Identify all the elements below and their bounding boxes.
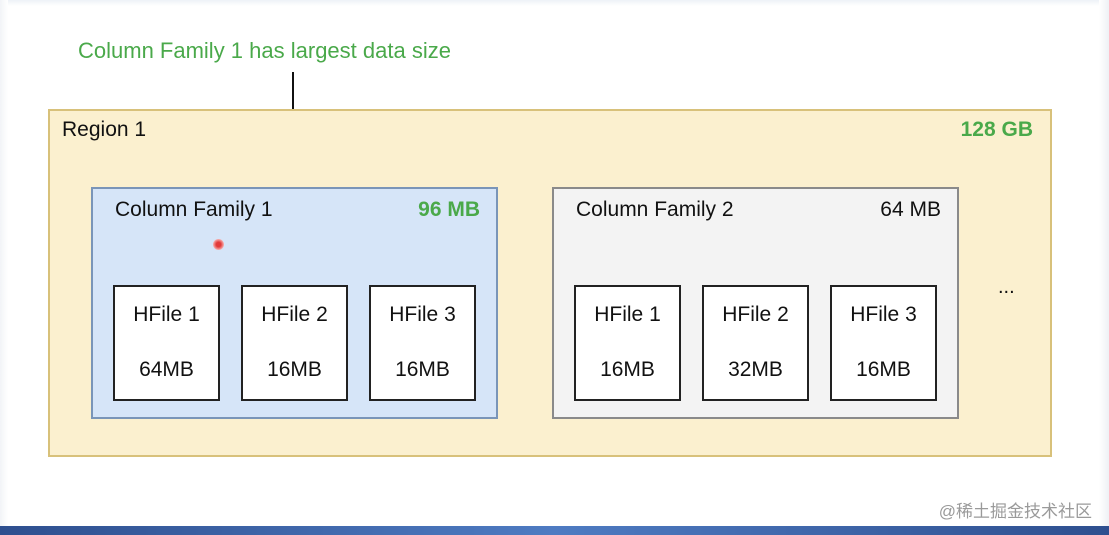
column-family-box: Column Family 2 64 MB HFile 1 16MB HFile… — [552, 187, 959, 419]
column-family-size: 64 MB — [880, 198, 941, 221]
hfile-name: HFile 2 — [722, 303, 789, 326]
region-size: 128 GB — [960, 118, 1033, 141]
region-title: Region 1 — [62, 118, 147, 141]
hfile-box: HFile 1 16MB — [574, 285, 681, 401]
hfile-size: 64MB — [139, 358, 194, 381]
hfile-name: HFile 2 — [261, 303, 328, 326]
hfile-size: 16MB — [856, 358, 911, 381]
hfile-box: HFile 1 64MB — [113, 285, 220, 401]
hfile-name: HFile 1 — [594, 303, 661, 326]
more-ellipsis: ... — [998, 276, 1015, 298]
window-top-edge — [0, 0, 1109, 6]
window-left-edge — [0, 0, 8, 535]
column-family-title: Column Family 2 — [576, 198, 734, 221]
column-family-box: Column Family 1 96 MB HFile 1 64MB HFile… — [91, 187, 498, 419]
hfile-name: HFile 1 — [133, 303, 200, 326]
hfile-name: HFile 3 — [389, 303, 456, 326]
column-family-size: 96 MB — [418, 198, 480, 221]
hfile-box: HFile 3 16MB — [369, 285, 476, 401]
watermark: @稀土掘金技术社区 — [938, 502, 1092, 521]
window-right-edge — [1099, 0, 1109, 535]
annotation-label: Column Family 1 has largest data size — [78, 38, 451, 63]
hfile-box: HFile 3 16MB — [830, 285, 937, 401]
pointer-indicator-icon — [213, 239, 224, 250]
bottom-accent-bar — [0, 526, 1109, 535]
hfile-size: 16MB — [267, 358, 322, 381]
hfile-box: HFile 2 16MB — [241, 285, 348, 401]
hfile-name: HFile 3 — [850, 303, 917, 326]
hfile-size: 16MB — [395, 358, 450, 381]
column-family-title: Column Family 1 — [115, 198, 273, 221]
hfile-size: 16MB — [600, 358, 655, 381]
hfile-size: 32MB — [728, 358, 783, 381]
hfile-box: HFile 2 32MB — [702, 285, 809, 401]
